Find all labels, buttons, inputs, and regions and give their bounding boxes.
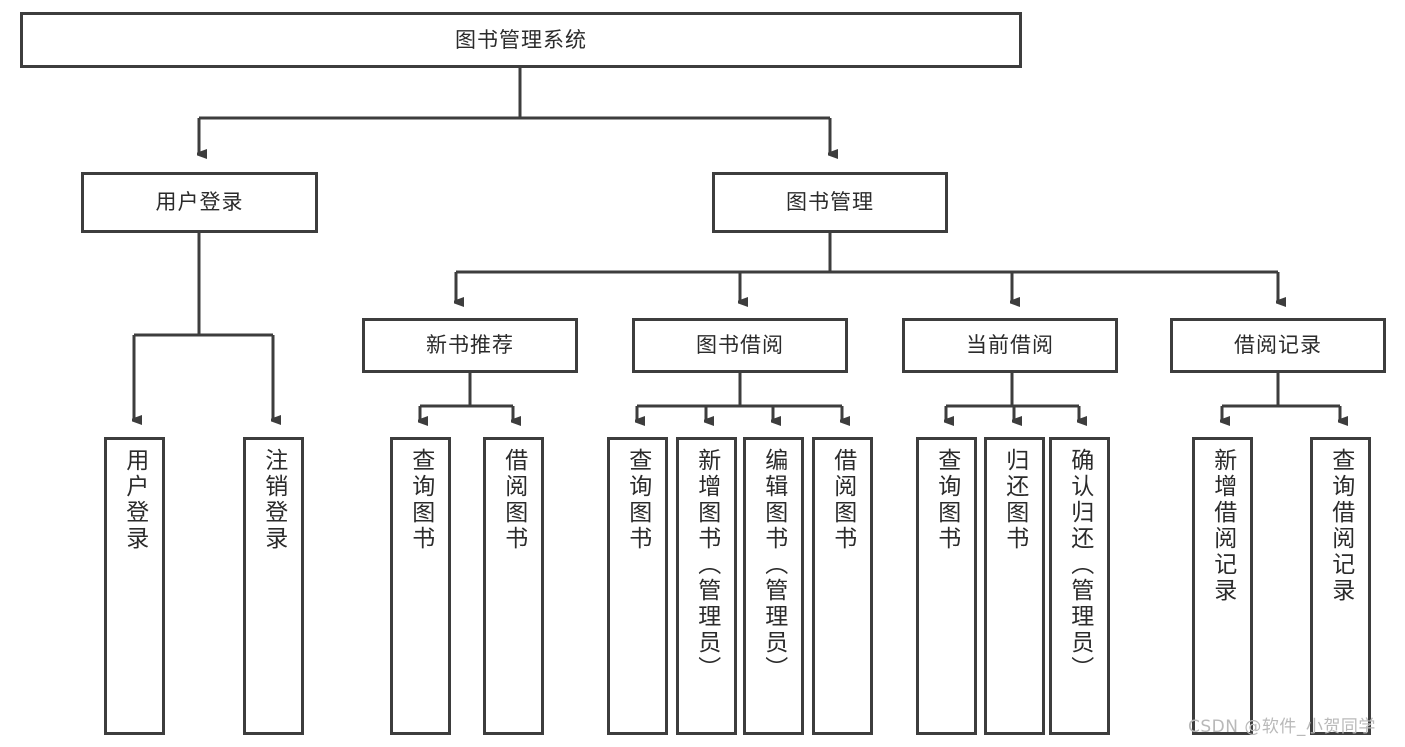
node-leaf-query-record[interactable]: 查询借阅记录 xyxy=(1310,437,1371,735)
node-book-management[interactable]: 图书管理 xyxy=(712,172,948,233)
node-leaf-user-login[interactable]: 用户登录 xyxy=(104,437,165,735)
node-leaf-add-book-label: 新增图书（管理员） xyxy=(693,448,720,682)
node-borrow-record[interactable]: 借阅记录 xyxy=(1170,318,1386,373)
node-leaf-return-book[interactable]: 归还图书 xyxy=(984,437,1045,735)
node-leaf-query-book-3[interactable]: 查询图书 xyxy=(916,437,977,735)
node-new-book-recommend[interactable]: 新书推荐 xyxy=(362,318,578,373)
node-leaf-borrow-book-1-label: 借阅图书 xyxy=(500,448,527,552)
node-root[interactable]: 图书管理系统 xyxy=(20,12,1022,68)
node-borrow-record-label: 借阅记录 xyxy=(1234,333,1322,358)
node-leaf-borrow-book-1[interactable]: 借阅图书 xyxy=(483,437,544,735)
node-leaf-query-book-1-label: 查询图书 xyxy=(407,448,434,552)
node-leaf-query-book-3-label: 查询图书 xyxy=(933,448,960,552)
node-leaf-borrow-book-2[interactable]: 借阅图书 xyxy=(812,437,873,735)
node-leaf-add-record[interactable]: 新增借阅记录 xyxy=(1192,437,1253,735)
node-leaf-query-record-label: 查询借阅记录 xyxy=(1327,448,1354,604)
node-book-borrow[interactable]: 图书借阅 xyxy=(632,318,848,373)
node-leaf-add-record-label: 新增借阅记录 xyxy=(1209,448,1236,604)
node-leaf-logout-label: 注销登录 xyxy=(260,448,287,552)
node-leaf-confirm-return[interactable]: 确认归还（管理员） xyxy=(1049,437,1110,735)
node-leaf-borrow-book-2-label: 借阅图书 xyxy=(829,448,856,552)
node-user-login-label: 用户登录 xyxy=(155,190,244,215)
node-book-management-label: 图书管理 xyxy=(786,190,874,215)
node-current-borrow-label: 当前借阅 xyxy=(966,333,1054,358)
node-leaf-query-book-2-label: 查询图书 xyxy=(624,448,651,552)
csdn-watermark: CSDN @软件_小贺同学 xyxy=(1188,717,1376,737)
node-leaf-edit-book[interactable]: 编辑图书（管理员） xyxy=(743,437,804,735)
node-leaf-user-login-label: 用户登录 xyxy=(121,448,148,552)
node-new-book-recommend-label: 新书推荐 xyxy=(426,333,514,358)
node-current-borrow[interactable]: 当前借阅 xyxy=(902,318,1118,373)
node-leaf-logout[interactable]: 注销登录 xyxy=(243,437,304,735)
node-root-label: 图书管理系统 xyxy=(455,27,587,52)
node-leaf-add-book[interactable]: 新增图书（管理员） xyxy=(676,437,737,735)
node-book-borrow-label: 图书借阅 xyxy=(696,333,784,358)
node-leaf-query-book-1[interactable]: 查询图书 xyxy=(390,437,451,735)
node-leaf-confirm-return-label: 确认归还（管理员） xyxy=(1066,448,1093,682)
node-user-login[interactable]: 用户登录 xyxy=(81,172,318,233)
node-leaf-return-book-label: 归还图书 xyxy=(1001,448,1028,552)
node-leaf-query-book-2[interactable]: 查询图书 xyxy=(607,437,668,735)
node-leaf-edit-book-label: 编辑图书（管理员） xyxy=(760,448,787,682)
